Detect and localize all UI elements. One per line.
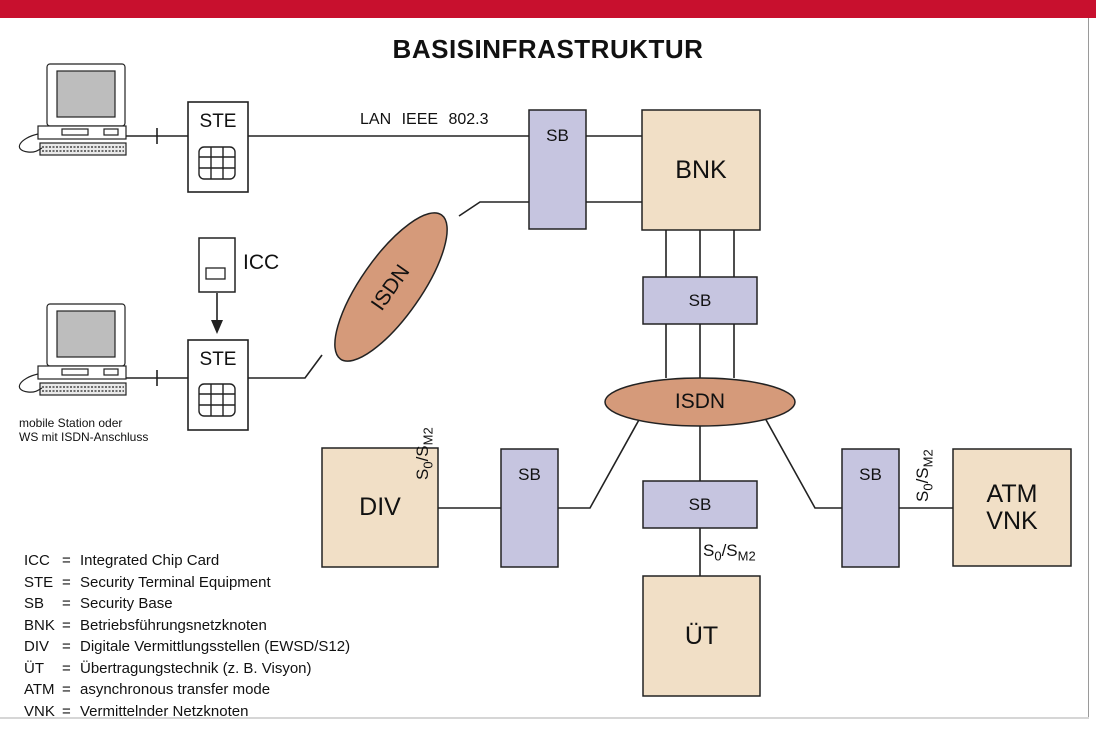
legend-row: ICC=Integrated Chip Card — [24, 550, 350, 572]
sb-right-label: SB — [842, 449, 899, 501]
link-ste-isdn — [248, 355, 322, 378]
atm-label: ATM — [987, 481, 1038, 507]
computer-icon — [19, 304, 126, 395]
s0-sm2-label-right: S0/SM2 — [914, 449, 934, 502]
sb-bottom-label: SB — [643, 481, 757, 528]
link-isdn-sb-left — [558, 418, 640, 508]
computer-icon — [19, 64, 126, 155]
caption-line-2: WS mit ISDN-Anschluss — [19, 430, 148, 444]
link-sb-isdn — [459, 202, 529, 216]
arrow-down-icon — [211, 293, 223, 334]
sb-center-label: SB — [643, 277, 757, 324]
s0-sm2-label-left: S0/SM2 — [414, 427, 434, 480]
bnk-label: BNK — [642, 110, 760, 230]
vnk-label: VNK — [986, 508, 1037, 534]
atm-vnk-label: ATM VNK — [953, 449, 1071, 566]
legend-row: DIV=Digitale Vermittlungsstellen (EWSD/S… — [24, 636, 350, 658]
sb-left-label: SB — [501, 449, 558, 501]
legend-row: ÜT=Übertragungstechnik (z. B. Visyon) — [24, 658, 350, 680]
link-isdn-sb-right — [765, 418, 842, 508]
workstation-caption: mobile Station oder WS mit ISDN-Anschlus… — [19, 416, 148, 444]
legend-row: VNK=Vermittelnder Netzknoten — [24, 701, 350, 723]
legend-row: SB=Security Base — [24, 593, 350, 615]
lan-label: LAN IEEE 802.3 — [360, 112, 489, 128]
icc-label: ICC — [243, 252, 279, 273]
ste-top-label: STE — [188, 104, 248, 140]
legend-row: ATM=asynchronous transfer mode — [24, 679, 350, 701]
sb-top-label: SB — [529, 110, 586, 162]
caption-line-1: mobile Station oder — [19, 416, 148, 430]
legend-row: BNK=Betriebsführungsnetzknoten — [24, 615, 350, 637]
icc-card-icon — [199, 238, 235, 292]
s0-sm2-label-bottom: S0/SM2 — [703, 542, 756, 562]
legend: ICC=Integrated Chip Card STE=Security Te… — [24, 550, 350, 722]
ste-bottom-label: STE — [188, 342, 248, 378]
legend-row: STE=Security Terminal Equipment — [24, 572, 350, 594]
isdn-center-label: ISDN — [651, 389, 749, 415]
ut-label: ÜT — [643, 576, 760, 696]
